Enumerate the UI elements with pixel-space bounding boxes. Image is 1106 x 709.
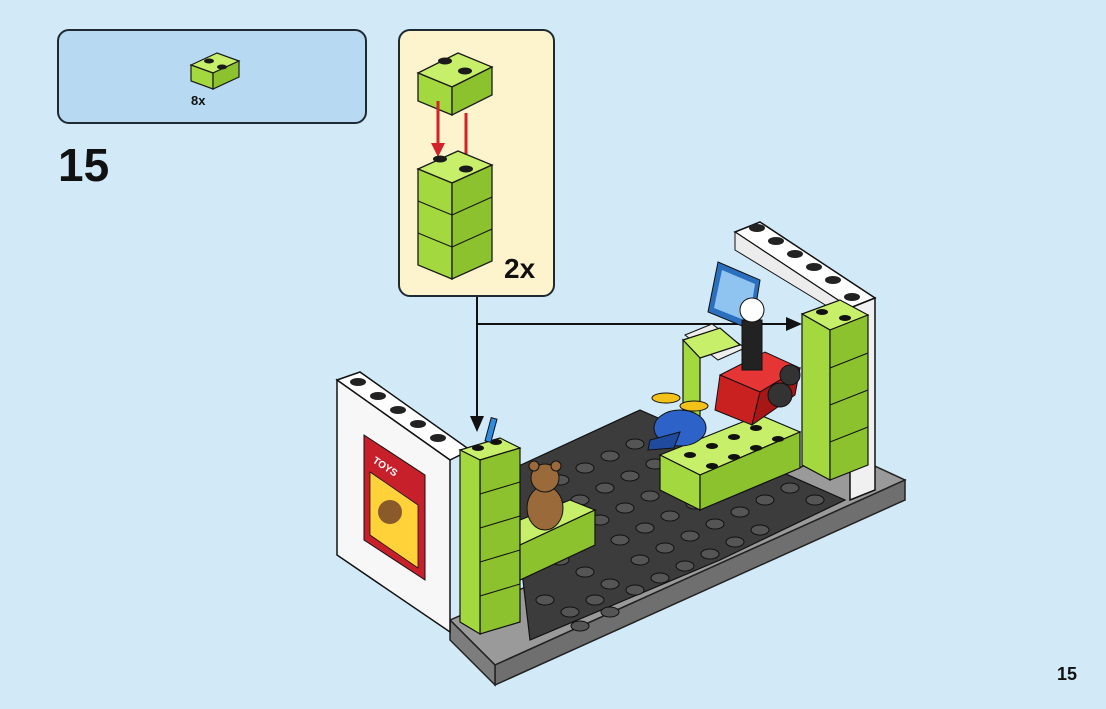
stud-plate [509, 409, 847, 641]
back-wall [733, 221, 877, 502]
base-plate [448, 449, 907, 687]
red-toy-car [714, 297, 802, 427]
lime-column-left [458, 437, 522, 636]
poster-text: TOYS [370, 455, 399, 479]
blue-accessory [484, 417, 498, 443]
subassembly-diagram [416, 52, 494, 281]
lime-column-right [800, 299, 870, 482]
lime-brick-1x2-icon [189, 52, 241, 90]
subassembly-box: 2x [398, 29, 555, 297]
step-number: 15 [58, 139, 110, 191]
propeller-cap [647, 392, 709, 451]
lime-counter-left [519, 499, 597, 581]
left-wall: TOYS [335, 371, 472, 634]
parts-list-box: 8x [57, 29, 367, 124]
subassembly-quantity: 2x [504, 253, 536, 284]
computer [683, 261, 761, 361]
teddy-bear [526, 460, 564, 531]
placement-arrows [470, 297, 802, 432]
part-quantity: 8x [191, 93, 206, 108]
lime-counter-back [658, 327, 802, 511]
page-number: 15 [1057, 664, 1078, 684]
